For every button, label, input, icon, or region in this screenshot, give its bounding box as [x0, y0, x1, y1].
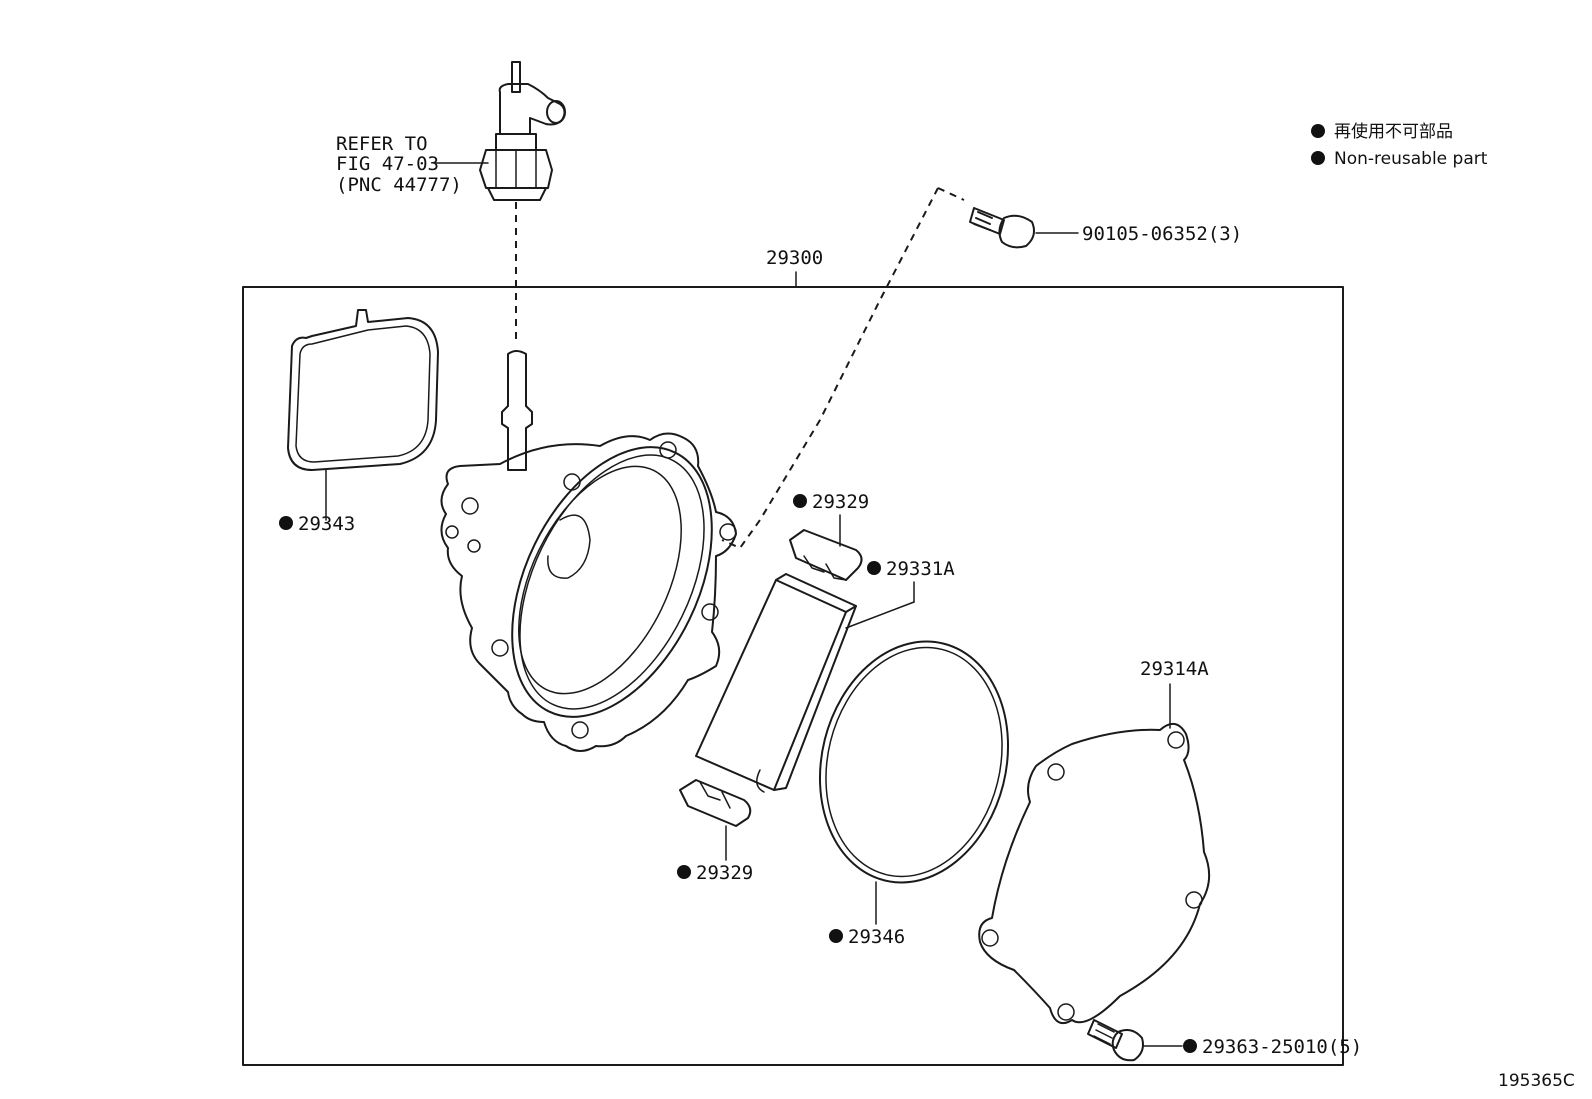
- legend-dot-en: [1311, 151, 1325, 165]
- callout-cap-lower: 29329: [696, 862, 753, 884]
- dot-screw-bottom: [1183, 1039, 1197, 1053]
- pump-housing-drawing: [440, 350, 737, 752]
- reference-note: REFER TO FIG 47-03 (PNC 44777): [336, 133, 489, 196]
- check-valve-drawing: [479, 61, 566, 201]
- callout-oring: 29346: [848, 926, 905, 948]
- cap-lower-drawing: 29329: [677, 779, 753, 884]
- reference-line-2: FIG 47-03: [336, 153, 439, 175]
- callout-spacer: 29331A: [886, 558, 955, 580]
- dot-cap-upper: [793, 494, 807, 508]
- callout-bolt-top: 90105-06352(3): [1082, 223, 1242, 245]
- legend-jp-text: 再使用不可部品: [1334, 121, 1453, 142]
- cap-upper-drawing: 29329: [789, 491, 869, 581]
- legend: 再使用不可部品 Non-reusable part: [1311, 121, 1488, 169]
- dot-cap-lower: [677, 865, 691, 879]
- dot-gasket-left: [279, 516, 293, 530]
- reference-line-3: (PNC 44777): [336, 174, 462, 196]
- dot-oring: [829, 929, 843, 943]
- callout-cap-upper: 29329: [812, 491, 869, 513]
- reference-line-1: REFER TO: [336, 133, 428, 155]
- cover-plate-drawing: 29314A: [978, 658, 1211, 1024]
- legend-dot-jp: [1311, 124, 1325, 138]
- spacer-block-drawing: 29331A: [695, 558, 955, 793]
- gasket-left-drawing: 29343: [279, 309, 439, 535]
- callout-gasket-left: 29343: [298, 513, 355, 535]
- callout-screw-bottom: 29363-25010(5): [1202, 1036, 1362, 1058]
- figure-id: 195365C: [1498, 1071, 1575, 1091]
- oring-drawing: 29346: [818, 640, 1010, 948]
- assembly-frame: 29300: [242, 247, 1344, 1066]
- callout-cover: 29314A: [1140, 658, 1209, 680]
- dot-spacer: [867, 561, 881, 575]
- screw-bottom-drawing: 29363-25010(5): [1087, 1019, 1362, 1062]
- legend-en-text: Non-reusable part: [1334, 149, 1488, 169]
- bolt-top-drawing: 90105-06352(3): [969, 207, 1242, 249]
- callout-assembly: 29300: [766, 247, 823, 269]
